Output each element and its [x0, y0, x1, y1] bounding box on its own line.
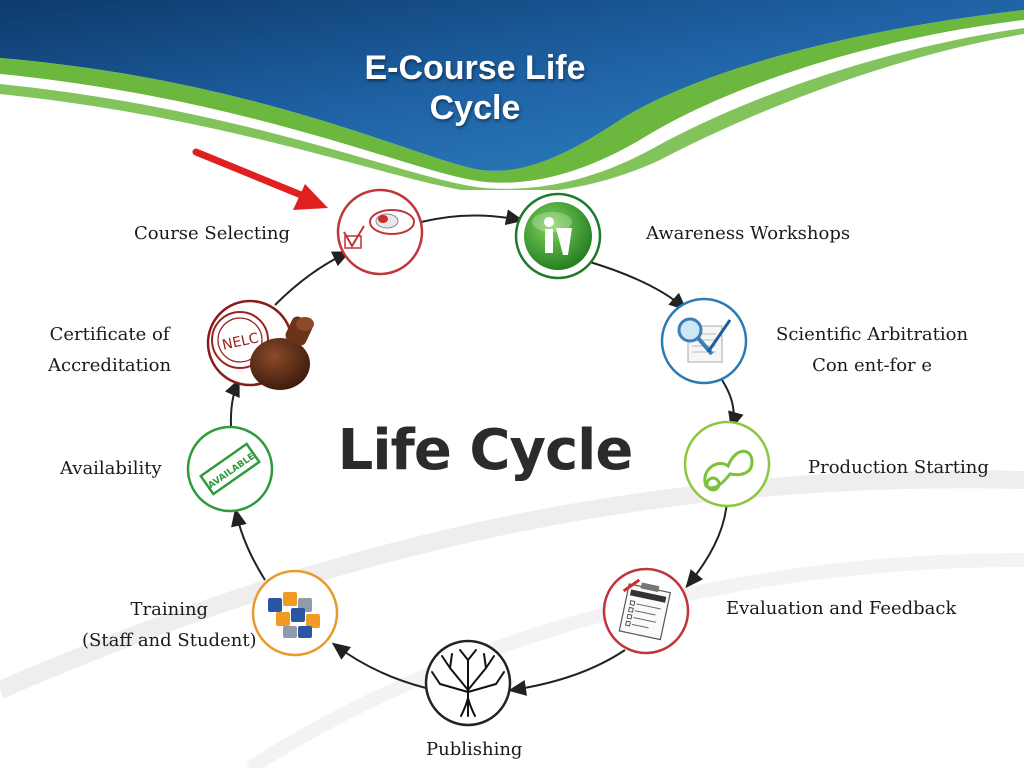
- scientific-arbitration-icon: [662, 299, 746, 383]
- label-evaluation-feedback: Evaluation and Feedback: [726, 593, 956, 624]
- label-training: Training (Staff and Student): [82, 594, 257, 656]
- awareness-workshops-icon: [516, 194, 600, 278]
- label-production-starting: Production Starting: [808, 452, 989, 483]
- label-scientific-arbitration-line-1: Scientific Arbitration: [776, 319, 968, 350]
- production-starting-icon: [685, 422, 769, 506]
- certificate-accreditation-icon: NELC: [208, 301, 314, 390]
- label-scientific-arbitration: Scientific Arbitration Con ent-for e: [776, 319, 968, 381]
- evaluation-feedback-icon: [604, 569, 688, 653]
- training-icon: [253, 571, 337, 655]
- label-training-line-2: (Staff and Student): [82, 625, 257, 656]
- background-swoosh: [0, 479, 1024, 690]
- publishing-icon: [426, 641, 510, 725]
- course-selecting-icon: [338, 190, 422, 274]
- label-awareness-workshops: Awareness Workshops: [646, 218, 850, 249]
- center-title: Life Cycle: [310, 418, 660, 483]
- availability-icon: AVAILABLE: [188, 427, 272, 511]
- label-certificate-line-2: Accreditation: [48, 350, 171, 381]
- label-course-selecting: Course Selecting: [134, 218, 290, 249]
- label-publishing: Publishing: [426, 734, 522, 765]
- label-training-line-1: Training: [82, 594, 257, 625]
- label-availability: Availability: [60, 453, 162, 484]
- label-certificate-accreditation: Certificate of Accreditation: [48, 319, 171, 381]
- label-certificate-line-1: Certificate of: [48, 319, 171, 350]
- pointer-arrow: [196, 152, 328, 210]
- label-scientific-arbitration-line-2: Con ent-for e: [776, 350, 968, 381]
